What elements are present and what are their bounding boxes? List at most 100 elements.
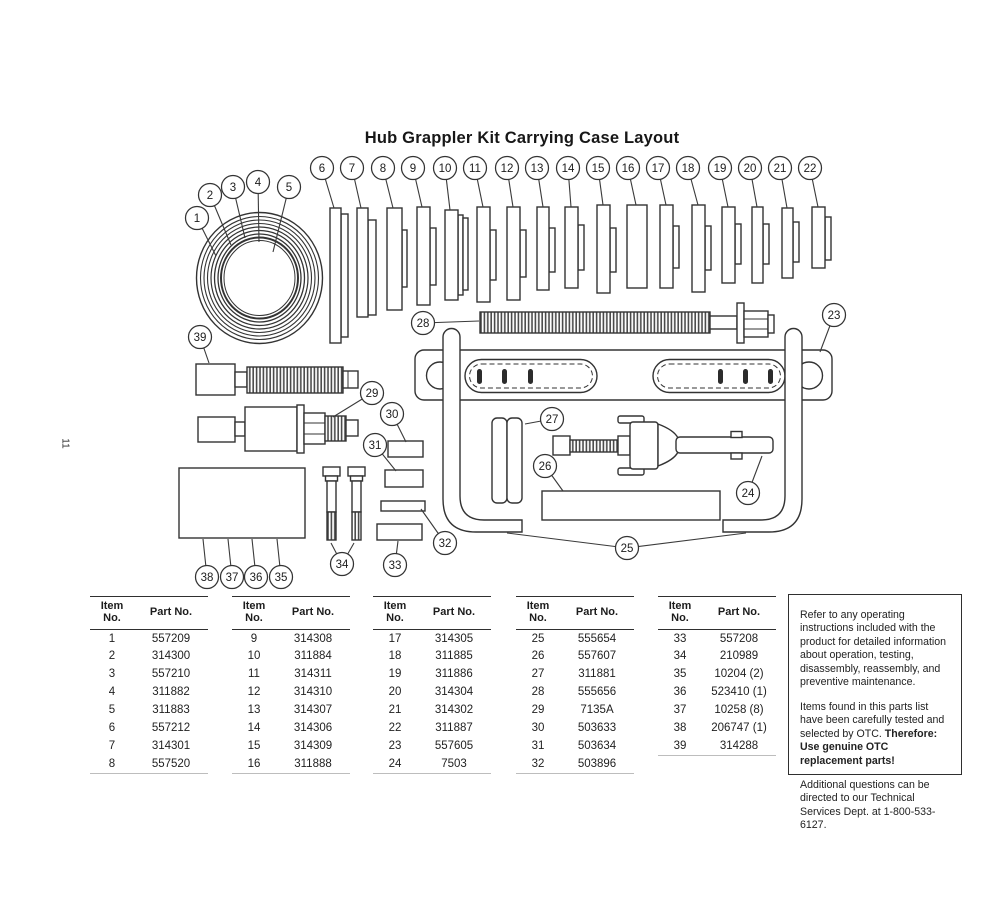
item-no-cell: 17 <box>388 632 402 645</box>
disc-item-22 <box>811 206 832 269</box>
part-no-cell: 314301 <box>151 739 191 752</box>
callout-16: 16 <box>615 155 641 181</box>
part-no-cell: 314300 <box>151 650 191 663</box>
table-row: 31 503634 <box>516 737 634 755</box>
callout-26: 26 <box>532 453 558 479</box>
callout-circle <box>220 174 246 200</box>
item-no-cell: 9 <box>250 632 258 645</box>
disc-item-17 <box>659 204 680 289</box>
part-no-cell: 206747 (1) <box>711 722 767 735</box>
callout-circle <box>382 552 408 578</box>
flat-bar-26 <box>541 490 721 521</box>
callout-label: 29 <box>366 388 379 400</box>
part-no-cell: 555654 <box>577 632 617 645</box>
disc-item-14 <box>564 206 585 289</box>
callout-circle <box>276 174 302 200</box>
callout-circle <box>494 155 520 181</box>
callout-circle <box>432 155 458 181</box>
item-no-cell: 30 <box>531 722 545 735</box>
callout-label: 37 <box>226 572 239 584</box>
callout-label: 14 <box>562 163 575 175</box>
callout-label: 5 <box>286 182 292 194</box>
callout-label: 20 <box>744 163 757 175</box>
callout-37: 37 <box>219 564 245 590</box>
table-row: 11 314311 <box>232 665 350 683</box>
item-no-cell: 15 <box>247 739 261 752</box>
part-no-cell: 503634 <box>577 739 617 752</box>
callout-label: 30 <box>386 409 399 421</box>
item-no-cell: 5 <box>108 704 116 717</box>
slot-bolt <box>718 369 723 384</box>
item-no-cell: 11 <box>248 668 260 681</box>
item-no-cell: 28 <box>531 686 545 699</box>
item-no-header: Item No. <box>658 596 702 630</box>
callout-label: 2 <box>207 190 213 202</box>
callout-label: 6 <box>319 163 325 175</box>
part-no-cell: 314311 <box>294 668 332 681</box>
puller-assembly-24 <box>552 415 774 476</box>
table-row: 23 557605 <box>373 737 491 755</box>
disc-item-20 <box>751 206 770 284</box>
callout-17: 17 <box>645 155 671 181</box>
callout-5: 5 <box>276 174 302 200</box>
disc-item-21 <box>781 207 800 279</box>
item-no-cell: 39 <box>658 736 702 756</box>
disc-item-7 <box>356 207 377 318</box>
callout-label: 24 <box>742 488 755 500</box>
part-no-cell: 557605 <box>434 739 474 752</box>
callout-circle <box>379 401 405 427</box>
callout-label: 21 <box>774 163 787 175</box>
item-no-cell: 33 <box>673 632 687 645</box>
part-no-cell: 557520 <box>134 754 208 774</box>
bearing-race-rings <box>195 211 324 345</box>
plate-32 <box>380 500 426 512</box>
case-frame <box>414 327 833 533</box>
part-no-cell: 311881 <box>578 668 616 681</box>
part-no-cell: 311887 <box>435 722 473 735</box>
item-no-cell: 31 <box>531 739 545 752</box>
callout-circle <box>339 155 365 181</box>
callout-29: 29 <box>359 380 385 406</box>
part-no-header: Part No. <box>702 596 776 630</box>
callout-circle <box>707 155 733 181</box>
callout-30: 30 <box>379 401 405 427</box>
item-no-cell: 13 <box>247 704 261 717</box>
callout-6: 6 <box>309 155 335 181</box>
item-no-cell: 1 <box>108 632 116 645</box>
callout-label: 12 <box>501 163 514 175</box>
disc-item-12 <box>506 206 527 301</box>
item-no-cell: 2 <box>108 650 116 663</box>
part-no-cell: 314288 <box>702 736 776 756</box>
callout-circle <box>187 324 213 350</box>
item-no-cell: 6 <box>108 722 116 735</box>
callout-8: 8 <box>370 155 396 181</box>
callout-circle <box>432 530 458 556</box>
item-no-cell: 29 <box>531 704 545 717</box>
item-no-cell: 23 <box>388 739 402 752</box>
callout-label: 25 <box>621 543 634 555</box>
part-no-cell: 503896 <box>560 754 634 774</box>
threaded-adapter-39 <box>195 363 359 396</box>
part-no-cell: 210989 <box>719 650 759 663</box>
item-no-header: Item No. <box>90 596 134 630</box>
item-no-cell: 35 <box>673 668 687 681</box>
cap-screw-34-1 <box>322 466 341 541</box>
callout-14: 14 <box>555 155 581 181</box>
callout-circle <box>532 453 558 479</box>
callout-10: 10 <box>432 155 458 181</box>
callout-circle <box>309 155 335 181</box>
